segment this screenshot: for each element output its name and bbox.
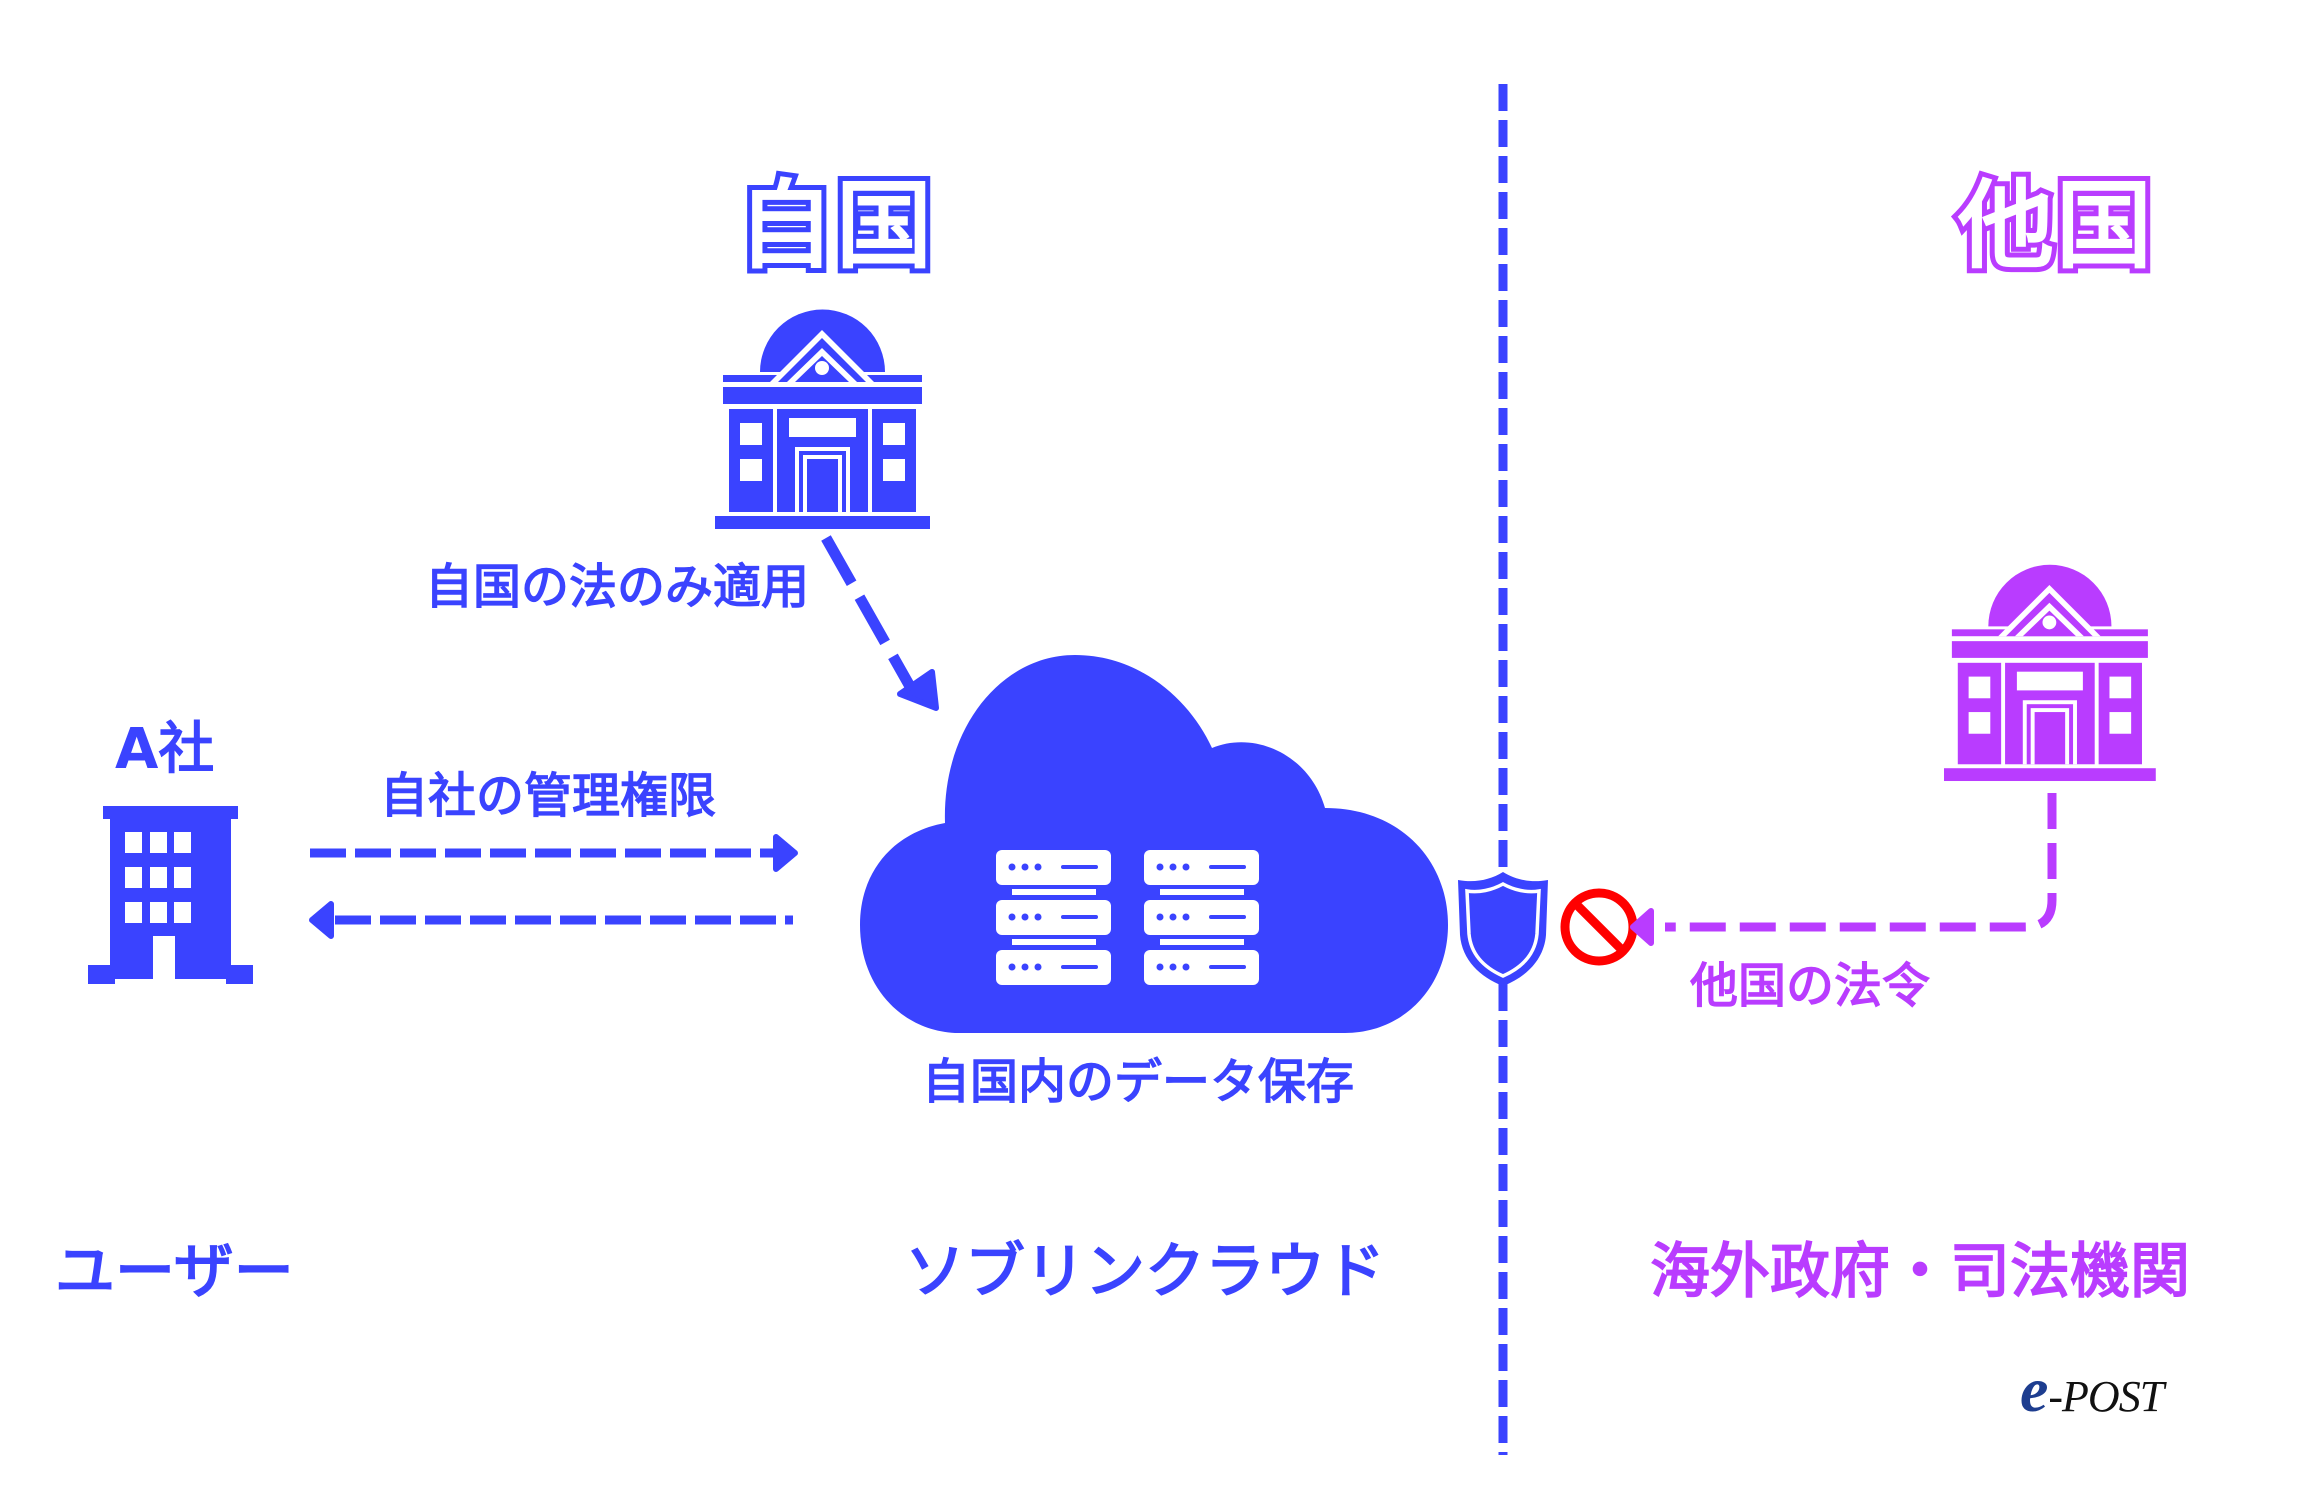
office-building-icon: [88, 806, 253, 986]
foreign-country-title: 他国: [1953, 170, 2157, 282]
foreign-government-label: 海外政府・司法機関: [1650, 1237, 2190, 1307]
sovereign-cloud-label: ソブリンクラウド: [905, 1237, 1385, 1307]
management-arrow-right: [310, 834, 798, 872]
user-label: ユーザー: [55, 1237, 294, 1307]
shield-icon: [1458, 872, 1548, 986]
company-name: A社: [115, 717, 215, 782]
cloud-server-icon: [860, 655, 1448, 1033]
law-arrow: [821, 535, 939, 711]
storage-label: 自国内のデータ保存: [922, 1054, 1355, 1110]
management-label: 自社の管理権限: [380, 768, 717, 824]
foreign-law-label: 他国の法令: [1690, 958, 1931, 1014]
foreign-law-arrow: [1630, 793, 2057, 946]
management-arrow-left: [309, 901, 793, 939]
prohibited-icon: [1560, 888, 1638, 966]
home-law-label: 自国の法のみ適用: [425, 559, 810, 615]
foreign-government-building-icon: [1944, 564, 2156, 782]
epost-logo: e-POST: [2020, 1358, 2164, 1422]
logo-text: -POST: [2048, 1372, 2164, 1421]
government-building-icon: [715, 309, 930, 529]
logo-mark: e: [2020, 1354, 2049, 1425]
home-country-title: 自国: [733, 170, 937, 282]
